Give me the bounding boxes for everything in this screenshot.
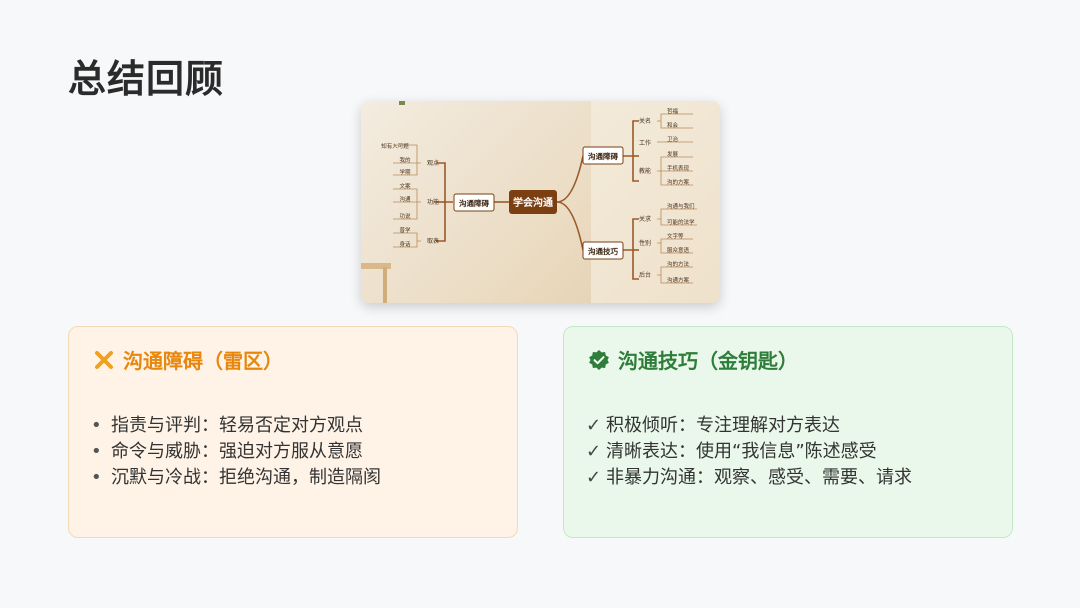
list-item-text: 命令与威胁：强迫对方服从意愿 [111,441,363,462]
center-node [509,190,557,214]
pitfalls-list: • 指责与评判：轻易否定对方观点 • 命令与威胁：强迫对方服从意愿 • 沉默与冷战：拒… [91,413,381,491]
pitfalls-card: 沟通障碍（雷区） • 指责与评判：轻易否定对方观点 • 命令与威胁：强迫对方服从意愿… [68,326,518,538]
mindmap-image: 学会沟通 沟通障碍 沟通障碍 沟通技巧 观点 功能 取表 知有入可题 我的 学期… [361,101,720,303]
window-light [591,101,720,303]
right-group-label: 后台 [639,271,651,279]
list-item-text: 沉默与冷战：拒绝沟通，制造隔阂 [111,467,381,488]
right-leaf: 沟通方案 [667,276,690,284]
right-group-label: 性别 [639,239,651,247]
left-group-label: 观点 [427,159,439,167]
left-leaf: 我的 [399,156,411,164]
list-item-text: 积极倾听：专注理解对方表达 [606,415,840,436]
left-leaf: 功说 [399,212,411,220]
left-leaf: 沟通 [399,195,411,203]
list-item: ✓积极倾听：专注理解对方表达 [586,413,912,439]
right-leaf: 和会 [667,121,679,129]
left-branch-node [453,193,495,212]
verified-badge-icon [589,349,609,370]
x-icon [95,350,113,369]
right-group-label: 工作 [639,139,651,147]
right-leaf: 手机表现 [667,164,690,172]
right-leaf: 发展 [667,150,679,158]
left-leaf: 知有入可题 [381,142,409,150]
left-leaf: 文案 [399,182,411,190]
right-bottom-branch-label: 沟通技巧 [588,246,618,256]
list-item-text: 非暴力沟通：观察、感受、需要、请求 [606,467,912,488]
left-group-label: 功能 [427,198,439,206]
list-item: • 命令与威胁：强迫对方服从意愿 [91,439,381,465]
bullet: • [91,467,102,488]
side-table [361,263,391,269]
bullet: • [91,441,102,462]
pitfalls-card-header: 沟通障碍（雷区） [93,345,283,374]
right-leaf: 沟的方法 [667,260,690,268]
right-leaf: 服众意语 [667,246,690,254]
right-top-branch-node [582,146,624,165]
list-item: ✓清晰表达：使用“我信息”陈述感受 [586,439,912,465]
right-group-label: 关求 [639,215,651,223]
right-leaf: 沟的方案 [667,178,690,186]
left-leaf: 普学 [399,226,411,234]
page-title: 总结回顾 [68,57,225,101]
connector-lines [436,120,639,280]
skills-card-header: 沟通技巧（金钥匙） [588,345,798,374]
leaf-lines [393,113,697,284]
right-leaf: 文字等 [667,232,684,240]
plant-stem [399,101,405,105]
right-group-label: 教能 [639,167,651,175]
left-branch-label: 沟通障碍 [459,198,489,208]
pitfalls-card-title: 沟通障碍（雷区） [123,349,283,373]
right-bottom-branch-node [582,241,624,260]
skills-list: ✓积极倾听：专注理解对方表达 ✓清晰表达：使用“我信息”陈述感受 ✓非暴力沟通：… [586,413,912,491]
right-leaf: 可能的法学 [667,218,695,226]
left-group-label: 取表 [427,237,439,245]
list-item-text: 指责与评判：轻易否定对方观点 [111,415,363,436]
check-mark: ✓ [586,415,602,436]
left-leaf: 学期 [399,168,411,176]
check-mark: ✓ [586,441,602,462]
list-item: • 指责与评判：轻易否定对方观点 [91,413,381,439]
left-leaf: 身话 [399,240,411,248]
side-table-leg [383,267,387,303]
skills-card: 沟通技巧（金钥匙） ✓积极倾听：专注理解对方表达 ✓清晰表达：使用“我信息”陈述… [563,326,1013,538]
list-item: • 沉默与冷战：拒绝沟通，制造隔阂 [91,465,381,491]
right-leaf: 哲福 [667,107,679,115]
center-node-label: 学会沟通 [513,196,553,209]
check-mark: ✓ [586,467,602,488]
skills-card-title: 沟通技巧（金钥匙） [618,349,798,373]
right-leaf: 沟通与我们 [667,202,695,210]
list-item: ✓非暴力沟通：观察、感受、需要、请求 [586,465,912,491]
right-group-label: 关名 [639,117,651,125]
right-top-branch-label: 沟通障碍 [588,151,618,161]
right-leaf: 卫治 [667,135,679,143]
list-item-text: 清晰表达：使用“我信息”陈述感受 [606,441,877,462]
bullet: • [91,415,102,436]
